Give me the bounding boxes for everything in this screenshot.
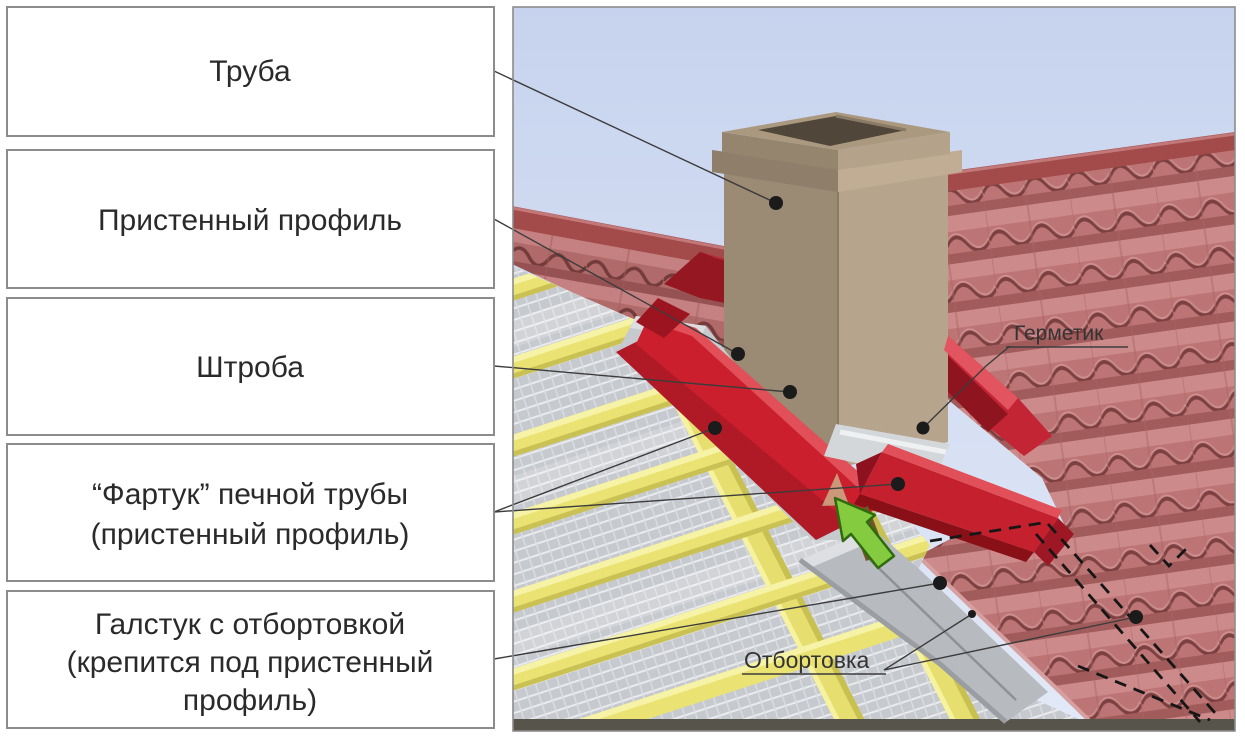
leader-dot [933,576,947,590]
apron-bottom-shadow [854,494,1034,562]
ridge-cap-right-highlight [943,132,1235,176]
left-wall-profile [616,298,888,540]
flue-inner-edge [835,114,907,132]
left-profile-face [636,318,886,520]
front-apron-profile [854,444,1074,566]
chimney-crown-left-face [722,132,838,170]
chimney-front-right-face [838,171,948,468]
callout-label-galstuk-line1: Галстук с отбортовкой [95,608,405,641]
leader-lines [493,70,1137,675]
chimney [712,112,962,468]
apron-top-lip [882,444,1062,518]
scene-label-germetik: Герметик [1014,322,1104,345]
leader-fartuk-2 [493,483,899,513]
picture-frame [512,6,1236,732]
callout-label-galstuk-line2: (крепится под пристенный [67,646,434,679]
callout-box-truba [6,6,495,137]
left-profile-end-fold [636,298,690,338]
leader-dots [708,196,1143,624]
leader-dot [708,421,722,435]
arrow-ghost-triangle [822,473,849,506]
tile-cut-edge [916,554,1102,731]
leader-germetik [922,345,1011,429]
right-wall-profile [944,336,1052,456]
roof-tiles-right-slope [918,137,1235,731]
callout-box-pristennyj-profil [6,149,495,289]
leader-dot [731,347,745,361]
direction-arrow [833,496,896,570]
leader-dot [891,477,905,491]
apron-left-fold [856,452,882,494]
chimney-collar-right [838,150,962,192]
tie-fold-line [865,555,1017,701]
leader-dot [783,385,797,399]
callout-label-galstuk-line3: профиль) [183,684,317,717]
sealant-bead [839,429,947,455]
chimney-crown-right-face [838,132,950,170]
leader-dot [916,421,930,435]
callout-box-shtroba [6,297,495,436]
leader-shtroba [493,365,791,393]
roof-edge-strip [513,719,1235,731]
leader-otbortovka-2 [883,616,1137,671]
leader-dot [1129,610,1143,624]
callout-box-galstuk [6,590,495,729]
callout-label-fartuk-line1: “Фартук” печной трубы [92,478,408,511]
tie-flange-edge [798,557,1008,724]
leader-truba [493,70,777,204]
ridge-cap-right [944,132,1235,192]
callout-boxes: Труба Пристенный профиль Штроба “Фартук”… [6,6,495,729]
scene-label-otbortovka: Отбортовка [744,647,870,673]
apron-face [860,452,1058,552]
callout-box-fartuk [6,443,495,582]
leader-galstuk [493,582,941,660]
callout-label-pristennyj-profil: Пристенный профиль [98,204,402,237]
callout-label-fartuk-line2: (пристенный профиль) [91,518,410,551]
callout-label-truba: Труба [209,55,291,88]
chimney-collar-left [712,150,838,192]
leader-fartuk-1 [493,427,716,513]
leader-dot [769,196,783,210]
leader-otbortovka-1 [883,613,973,671]
left-profile-top-lip [644,312,888,508]
leader-dot-small [968,610,976,618]
apron-right-end [1034,518,1074,566]
callout-label-shtroba: Штроба [196,351,304,384]
leader-pristennyj [493,218,739,355]
